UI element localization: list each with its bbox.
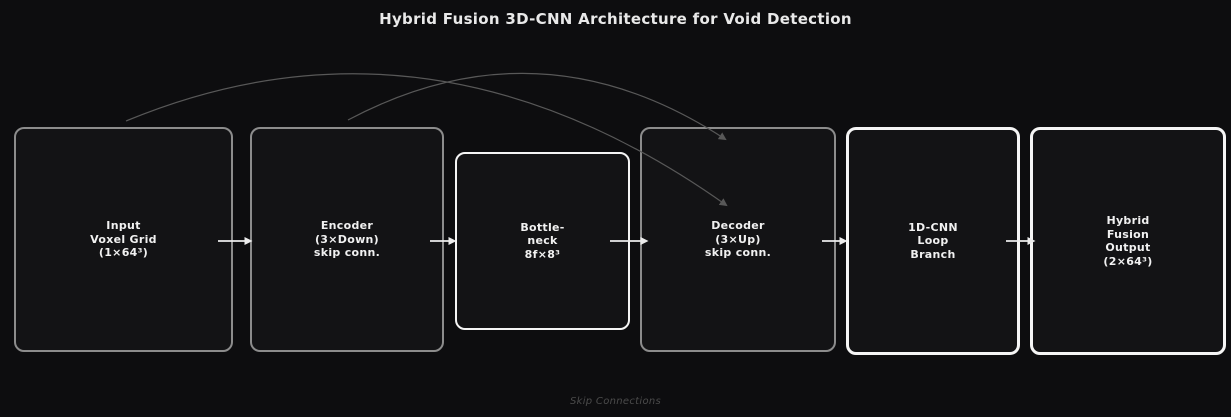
node-label-line: Encoder [320,219,374,233]
node-label-line: 1D-CNN [908,220,958,234]
node-bottleneck: Bottle- neck 8f×8³ [455,152,630,330]
node-label: Encoder (3×Down) skip conn. [314,219,380,260]
node-label-line: (3×Up) [715,232,761,246]
node-label-line: neck [527,234,558,248]
node-decoder: Decoder (3×Up) skip conn. [640,127,836,352]
skip-connections-caption: Skip Connections [569,396,662,407]
node-label-line: 8f×8³ [524,247,561,261]
node-label-line: Decoder [711,219,765,233]
node-label-line: Output [1105,241,1151,254]
node-label-line: (2×64³) [1103,254,1153,268]
node-label-line: Loop [917,234,949,248]
node-hybrid-fusion-output: Hybrid Fusion Output (2×64³) [1030,127,1226,355]
diagram-title: Hybrid Fusion 3D-CNN Architecture for Vo… [379,10,852,28]
node-input-voxel-grid: Input Voxel Grid (1×64³) [14,127,233,352]
node-label-line: skip conn. [313,246,381,260]
node-label-line: Input [106,219,141,233]
node-label-line: Voxel Grid [90,232,157,246]
node-label-line: skip conn. [704,246,772,260]
node-1d-cnn-loop-branch: 1D-CNN Loop Branch [846,127,1020,355]
node-encoder: Encoder (3×Down) skip conn. [250,127,444,352]
node-label-line: Hybrid [1106,214,1150,227]
node-label: Input Voxel Grid (1×64³) [90,219,157,260]
node-label-line: Branch [910,247,956,261]
node-label: Hybrid Fusion Output (2×64³) [1103,214,1152,268]
node-label-line: (3×Down) [314,232,379,246]
node-label-line: (1×64³) [98,246,149,260]
node-label: 1D-CNN Loop Branch [908,221,958,262]
node-label: Decoder (3×Up) skip conn. [705,219,771,260]
node-label-line: Fusion [1106,227,1150,241]
node-label: Bottle- neck 8f×8³ [520,221,564,262]
node-label-line: Bottle- [520,220,565,234]
